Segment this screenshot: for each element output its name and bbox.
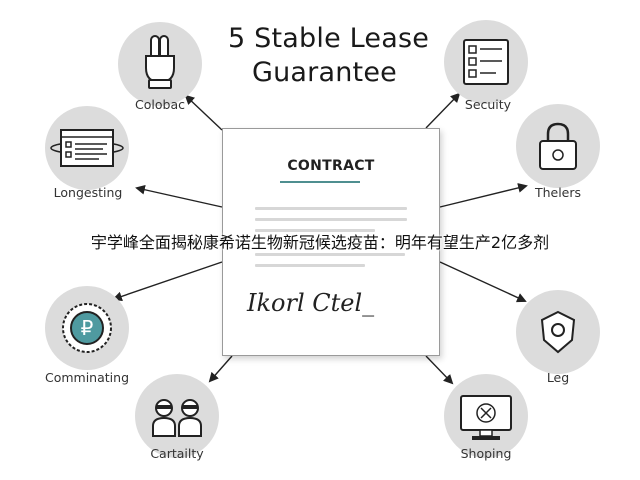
people-icon	[152, 399, 202, 437]
text-line	[255, 207, 407, 210]
label-top-right: Secuity	[464, 97, 512, 112]
arrow-top-left	[184, 94, 223, 131]
text-line	[255, 264, 365, 267]
checklist-icon	[463, 39, 509, 85]
text-line	[255, 253, 405, 256]
monitor-icon	[460, 395, 512, 440]
contract-underline	[280, 181, 360, 183]
signature: Ikorl Ctel_	[247, 289, 375, 317]
node-mid-right	[516, 104, 600, 188]
title-line-1: 5 Stable Lease	[228, 23, 430, 54]
contract-heading: CONTRACT	[287, 158, 375, 174]
arrow-mid-left	[135, 184, 223, 208]
label-low-right: Leg	[546, 370, 570, 385]
node-bottom-right	[444, 374, 528, 458]
label-bottom-left: Cartailty	[150, 446, 204, 461]
arrow-low-right	[439, 261, 527, 303]
arrow-low-left	[112, 261, 223, 302]
arrow-bottom-right	[425, 355, 454, 385]
svg-text:₽: ₽	[81, 316, 94, 340]
node-low-left: ₽	[45, 286, 129, 370]
overlay-banner-text: 宇学峰全面揭秘康希诺生物新冠候选疫苗：明年有望生产2亿多剂	[90, 233, 550, 252]
arrow-mid-right	[439, 183, 528, 208]
shield-icon	[540, 310, 576, 354]
text-line	[255, 229, 375, 232]
arrow-top-right	[425, 92, 461, 129]
currency-coin-icon: ₽	[62, 303, 112, 353]
node-low-right	[516, 290, 600, 374]
label-mid-right: Thelers	[534, 185, 582, 200]
node-top-right	[444, 20, 528, 104]
title-line-2: Guarantee	[252, 57, 397, 88]
padlock-icon	[539, 122, 577, 170]
label-top-left: Colobac	[135, 97, 185, 112]
document-list-icon	[50, 129, 124, 167]
hand-icon	[145, 35, 175, 89]
text-line	[255, 218, 407, 221]
contract-document: CONTRACT Ikorl Ctel_	[222, 128, 440, 356]
node-bottom-left	[135, 374, 219, 458]
diagram-title: 5 Stable Lease Guarantee	[228, 22, 438, 90]
label-bottom-right: Shoping	[460, 446, 512, 461]
label-low-left: Comminating	[44, 370, 129, 385]
node-mid-left	[45, 106, 129, 190]
arrow-bottom-left	[208, 355, 233, 383]
node-top-left	[118, 22, 202, 106]
label-mid-left: Longesting	[53, 185, 123, 200]
